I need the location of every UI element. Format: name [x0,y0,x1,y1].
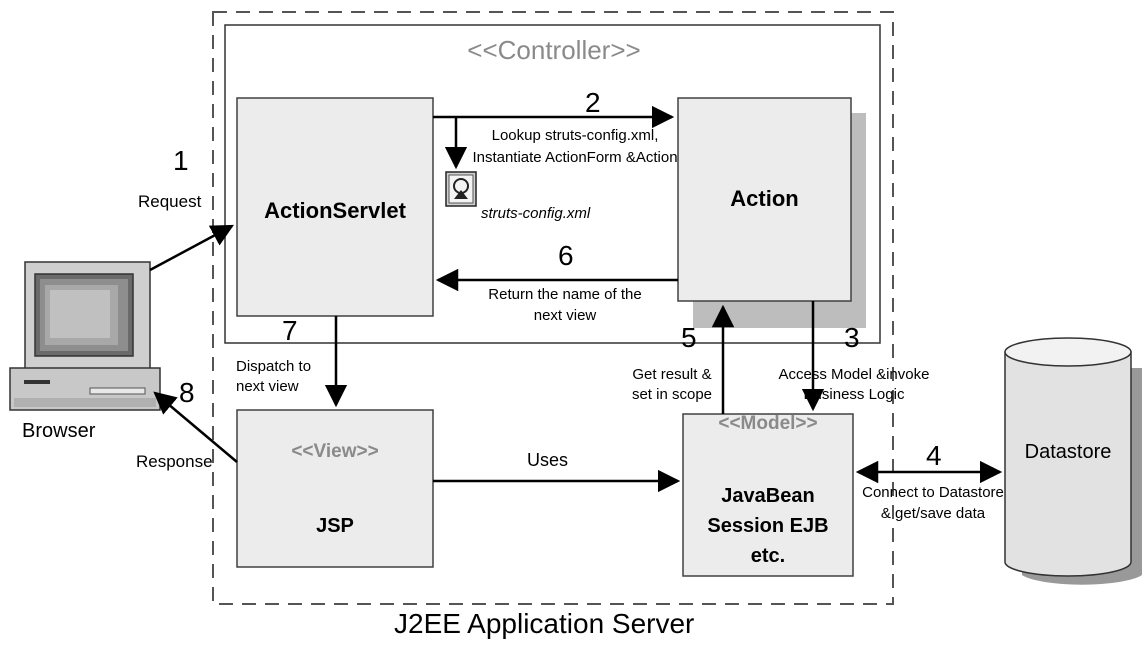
browser-computer-icon [9,261,161,411]
model-label-line3: etc. [750,545,786,567]
step-3-text-line1: Access Model &invoke [778,366,930,383]
action-servlet-label: ActionServlet [264,198,406,223]
step-2-number: 2 [585,87,601,118]
model-label-line2: Session EJB [707,515,829,537]
model-box [682,413,854,577]
config-file-label: struts-config.xml [481,205,591,222]
step-1-number: 1 [173,145,189,176]
model-label-line1: JavaBean [721,485,815,507]
step-4-text-line2: & get/save data [880,505,986,522]
view-stereotype-label: <<View>> [291,441,379,462]
step-5-text-line2: set in scope [631,386,713,403]
step-8-number: 8 [179,377,195,408]
step-5-text-line1: Get result & [632,366,712,383]
step-3-number: 3 [844,322,860,353]
jsp-box [236,409,434,568]
datastore-label: Datastore [1024,441,1112,463]
model-stereotype-label: <<Model>> [718,413,818,434]
step-4-text-line1: Connect to Datastore [862,484,1004,501]
step-8-text: Response [136,452,213,471]
config-file-icon [445,171,477,207]
arrow-1-request [149,224,234,272]
action-label: Action [730,186,799,211]
step-6-text-line2: next view [533,307,597,324]
step-7-number: 7 [282,315,298,346]
step-1-text: Request [138,192,202,211]
action-box [677,97,852,302]
step-5-number: 5 [681,322,697,353]
flow-arrows [149,105,1003,493]
browser-label: Browser [22,420,96,442]
step-6-text-line1: Return the name of the [488,286,642,303]
step-4-number: 4 [926,440,942,471]
step-2-text-line2: Instantiate ActionForm &Action [472,149,678,166]
step-2-text-line1: Lookup struts-config.xml, [491,127,659,144]
jsp-label: JSP [316,515,354,537]
step-7-text-line1: Dispatch to [236,358,312,375]
arrow-8-response [153,391,238,463]
step-3-text-line2: Business Logic [803,386,905,403]
server-label: J2EE Application Server [394,608,695,639]
step-7-text-line2: next view [236,378,299,395]
uses-text: Uses [527,450,569,470]
step-6-number: 6 [558,240,574,271]
controller-stereotype-label: <<Controller>> [467,35,641,65]
datastore-cylinder [1004,337,1142,585]
action-servlet-box [236,97,434,317]
j2ee-server-boundary [212,11,894,605]
